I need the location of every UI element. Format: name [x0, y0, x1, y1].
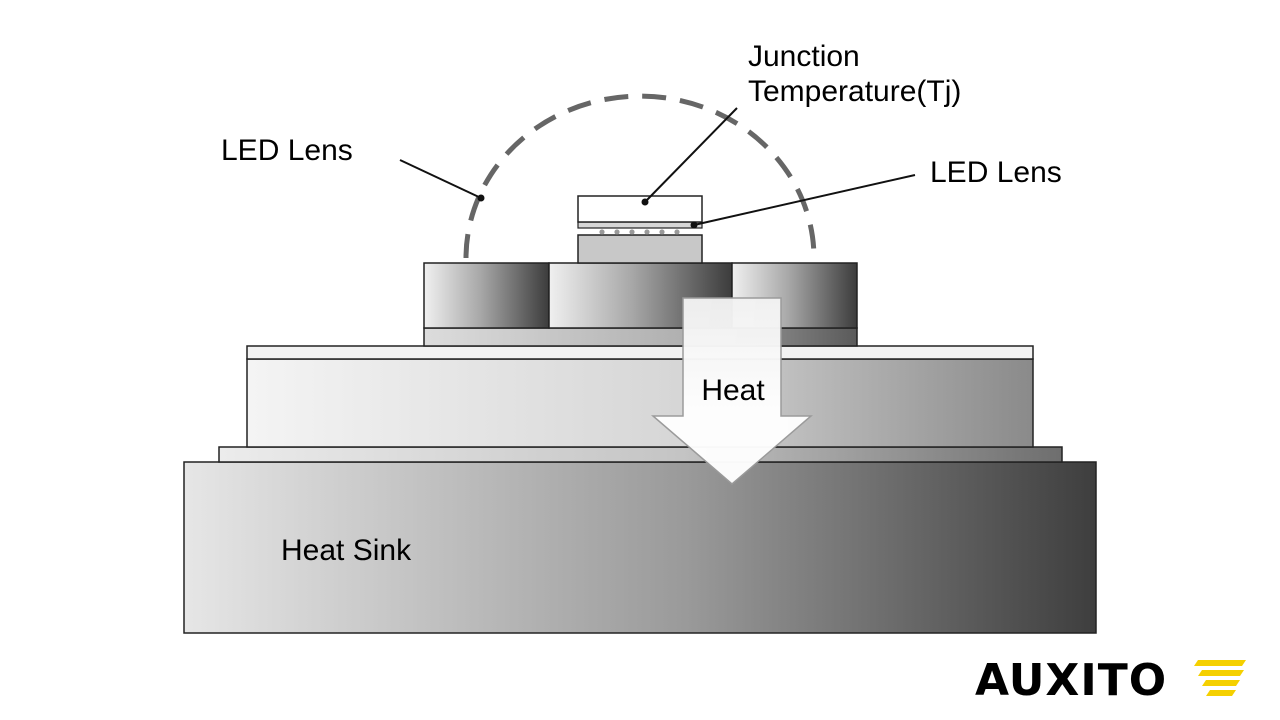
chip-layer — [577, 221, 703, 229]
heat-sink — [183, 461, 1097, 634]
solder-bump-dots — [599, 229, 680, 235]
led-lens-left-label: LED Lens — [221, 134, 353, 167]
led-lens-dome — [463, 93, 817, 259]
led-lens-right-label: LED Lens — [930, 156, 1062, 189]
heat-arrow — [650, 297, 814, 485]
logo-stripes-icon — [1194, 660, 1246, 696]
led-package-left-block — [423, 262, 550, 329]
junction-dot — [641, 198, 649, 206]
logo-text: AUXITO — [975, 655, 1167, 706]
circuit-board — [246, 358, 1034, 448]
led-chip — [577, 195, 703, 223]
led-lens-right-leader — [693, 174, 916, 226]
led-lens-left-leader — [399, 159, 482, 199]
heat-label: Heat — [701, 374, 765, 407]
thermal-interface-layer — [218, 446, 1063, 463]
junction-leader — [644, 107, 738, 203]
auxito-logo: AUXITO — [975, 655, 1246, 706]
chip-submount — [577, 234, 703, 264]
led-lens-right-dot — [690, 221, 698, 229]
led-package-base — [423, 327, 858, 347]
heat-sink-label: Heat Sink — [281, 534, 412, 567]
junction-label-line2: Temperature(Tj) — [748, 75, 961, 108]
led-lens-left-dot — [477, 194, 485, 202]
board-top-layer — [246, 345, 1034, 360]
junction-label-line1: Junction — [748, 40, 860, 73]
